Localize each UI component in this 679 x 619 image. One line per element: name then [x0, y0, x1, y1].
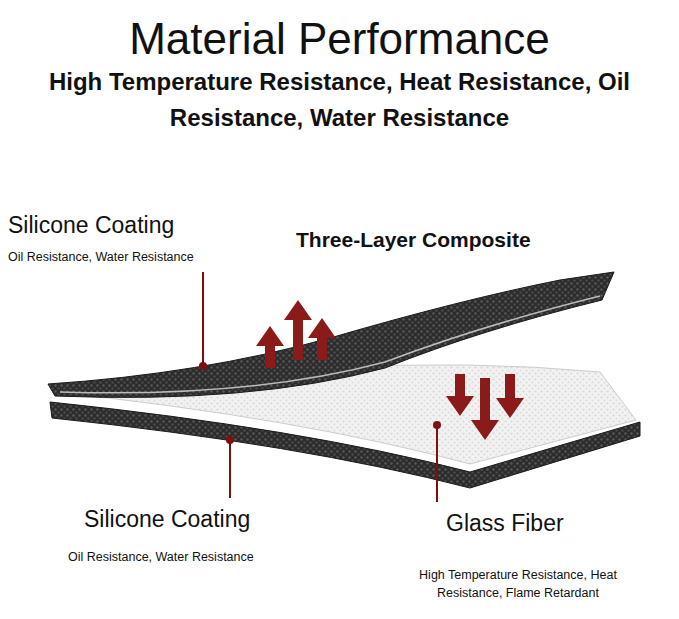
main-title: Material Performance	[129, 14, 550, 65]
layer-name: Silicone Coating	[84, 506, 250, 532]
subtitle: High Temperature Resistance, Heat Resist…	[40, 64, 640, 136]
layer-name: Silicone Coating	[8, 212, 174, 238]
layer-property: High Temperature Resistance, Heat Resist…	[418, 566, 618, 602]
layer-edge-highlight	[60, 296, 600, 393]
layer-property: Oil Resistance, Water Resistance	[68, 550, 254, 564]
composite-heading: Three-Layer Composite	[296, 228, 531, 252]
down-arrows	[446, 374, 524, 440]
up-arrows	[256, 300, 336, 368]
layer-name: Glass Fiber	[446, 510, 564, 536]
layer-property: Oil Resistance, Water Resistance	[8, 250, 194, 264]
top-silicone-layer	[48, 272, 614, 397]
leader-lines	[199, 272, 441, 502]
